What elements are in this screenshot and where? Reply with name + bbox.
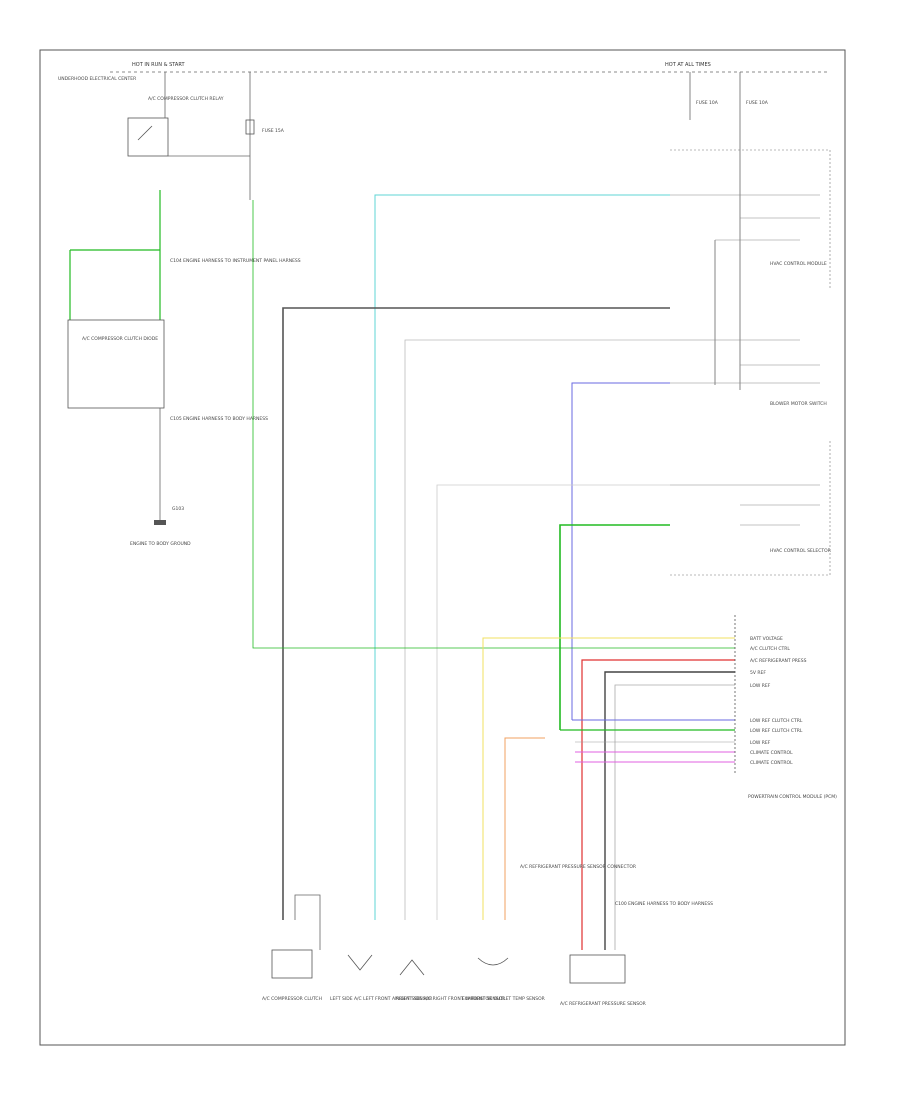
label-hot-run-start: HOT IN RUN & START (132, 62, 185, 68)
switch-block-3 (670, 440, 831, 576)
wire-green-pcm (252, 200, 735, 649)
bottom-label-3: RIGHT SIDE A/C RIGHT FRONT AMBIENT SENSO… (396, 996, 505, 1002)
relay-switch (137, 125, 153, 141)
wire-cyan (374, 194, 670, 920)
label-hot-all-times: HOT AT ALL TIMES (665, 62, 711, 68)
wire-green-lower (559, 524, 670, 730)
pcm-pin-2: A/C CLUTCH CTRL (750, 646, 790, 652)
pcm-pin-10: CLIMATE CONTROL (750, 760, 793, 766)
wire-grey (404, 339, 670, 920)
label-fuse-left: FUSE 15A (262, 128, 285, 134)
pressure-sensor-box (569, 954, 626, 984)
pcm-pin-1: BATT VOLTAGE (750, 636, 783, 642)
label-ground-left: G103 (172, 506, 184, 512)
label-switch-block-1: HVAC CONTROL MODULE (770, 261, 827, 267)
label-junction-upper: C104 ENGINE HARNESS TO INSTRUMENT PANEL … (170, 258, 301, 264)
switch-block-1 (670, 149, 831, 290)
fuse-left (245, 119, 255, 135)
label-switch-block-2: BLOWER MOTOR SWITCH (770, 401, 827, 407)
label-fuse-right-b: FUSE 10A (746, 100, 769, 106)
bottom-label-1: A/C COMPRESSOR CLUTCH (262, 996, 322, 1002)
pcm-pin-3: A/C REFRIGERANT PRESS (750, 658, 807, 664)
compressor-clutch-box (271, 949, 313, 979)
pcm-pin-8: LOW REF (750, 740, 771, 746)
sensor-right-symbol (399, 959, 425, 976)
label-ground-left-caption: ENGINE TO BODY GROUND (130, 541, 191, 547)
label-underhood-center: UNDERHOOD ELECTRICAL CENTER (58, 76, 136, 82)
relay-box-left (127, 117, 169, 157)
compressor-loop (294, 894, 321, 950)
pcm-pin-4: 5V REF (750, 670, 766, 676)
label-connector-mid: A/C REFRIGERANT PRESSURE SENSOR CONNECTO… (520, 864, 636, 870)
bottom-label-4: EVAPORATOR OUTLET TEMP SENSOR (462, 996, 545, 1002)
pcm-pin-5: LOW REF (750, 683, 771, 689)
label-pcm-block: POWERTRAIN CONTROL MODULE (PCM) (748, 794, 837, 800)
pcm-pin-7: LOW REF CLUTCH CTRL (750, 728, 803, 734)
wire-blue (571, 382, 670, 720)
wire-black (282, 307, 670, 920)
label-clutch-diode: A/C COMPRESSOR CLUTCH DIODE (82, 336, 158, 342)
label-fuse-right-a: FUSE 10A (696, 100, 719, 106)
pcm-pin-6: LOW REF CLUTCH CTRL (750, 718, 803, 724)
wire-white (436, 484, 670, 920)
label-junction-lower: C105 ENGINE HARNESS TO BODY HARNESS (170, 416, 268, 422)
label-sensor-right-caption: C100 ENGINE HARNESS TO BODY HARNESS (615, 901, 713, 907)
bottom-label-2: LEFT SIDE A/C LEFT FRONT AMBIENT SENSOR (330, 996, 432, 1002)
wire-orange (504, 737, 545, 920)
wire-grey-pcm (614, 684, 735, 950)
clutch-diode-block (67, 319, 165, 409)
diagram-frame (39, 49, 846, 1046)
ground-left-symbol (154, 520, 166, 525)
pcm-pin-9: CLIMATE CONTROL (750, 750, 793, 756)
wire-red (581, 659, 735, 950)
sensor-left-symbol (347, 954, 373, 971)
label-relay-left: A/C COMPRESSOR CLUTCH RELAY (148, 96, 224, 102)
wire-darkgrey-pcm (604, 671, 735, 950)
label-switch-block-3: HVAC CONTROL SELECTOR (770, 548, 831, 554)
evap-sensor-symbol (477, 957, 509, 966)
bottom-label-5: A/C REFRIGERANT PRESSURE SENSOR (560, 1001, 646, 1007)
wire-yellow (482, 637, 735, 920)
